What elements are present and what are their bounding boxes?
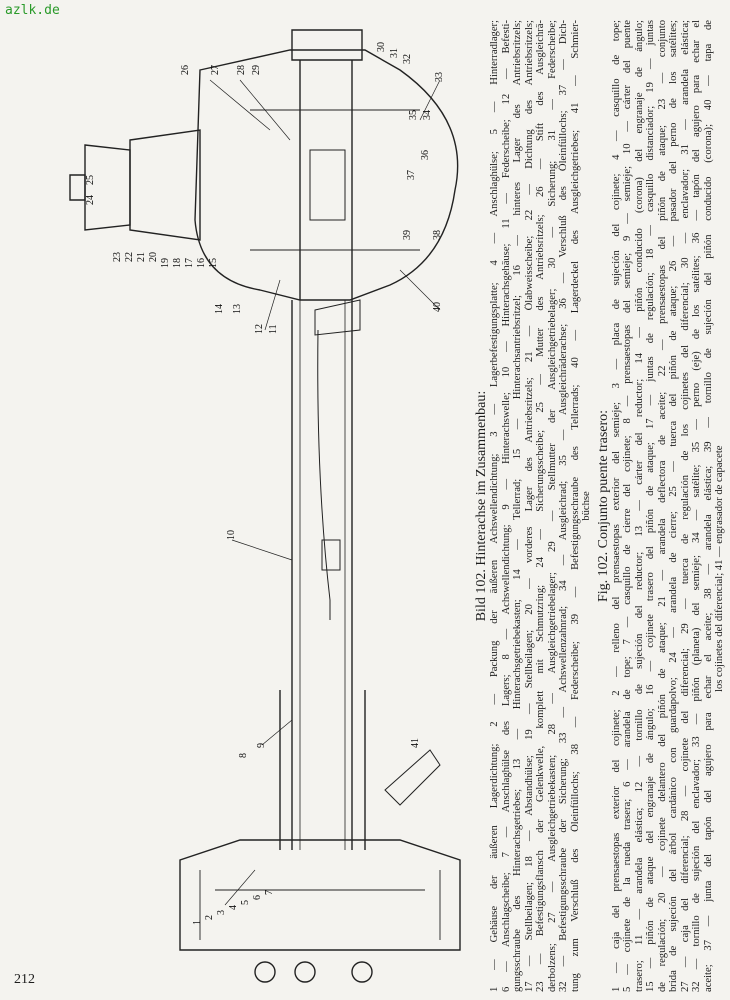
callout: 13 <box>232 304 243 314</box>
axle-tube <box>291 300 353 850</box>
callout: 21 <box>136 252 147 262</box>
pinion-flange <box>84 144 131 231</box>
brake-detail <box>199 870 441 940</box>
callout: 28 <box>236 65 247 75</box>
caption-line-es: brida de sujeción del árbol cardánico co… <box>668 20 679 992</box>
callout: 8 <box>238 753 249 758</box>
callout: 17 <box>184 258 195 268</box>
callout: 18 <box>172 258 183 268</box>
caption-line-de: 17 — Stellbeilagen; 18 — Abstandhülse; 1… <box>523 20 535 992</box>
callout: 2 <box>204 915 215 920</box>
callout: 14 <box>214 304 225 314</box>
housing-detail <box>250 109 420 251</box>
callout: 20 <box>148 252 159 262</box>
callout: 32 <box>402 54 413 64</box>
pinion-nut <box>69 174 86 201</box>
differential-housing <box>194 49 459 301</box>
caption-line-de: 6 — Anschlagscheibe; 7 — Anschlaghülse d… <box>500 20 512 992</box>
caption-line-es: 27 — caja del diferencial; 28 — cojinete… <box>679 20 691 992</box>
rear-axle-drawing: 24 25 23 22 21 20 19 18 17 16 15 14 13 1… <box>69 29 461 983</box>
callouts: 24 25 23 22 21 20 19 18 17 16 15 14 13 1… <box>85 42 445 925</box>
callout: 35 <box>408 110 419 120</box>
watermark: azlk.de <box>5 3 60 18</box>
callout: 10 <box>226 530 237 540</box>
differential-gear <box>309 149 346 221</box>
callout: 39 <box>402 230 413 240</box>
wheel-bolt <box>254 961 276 983</box>
callout: 40 <box>432 302 443 312</box>
callout: 24 <box>85 195 96 205</box>
callout: 12 <box>254 324 265 334</box>
callout: 1 <box>192 920 203 925</box>
callout: 22 <box>124 252 135 262</box>
caption-title-de: Bild 102. Hinterachse im Zusammenbau: <box>474 390 489 622</box>
callout: 7 <box>264 890 275 895</box>
caption-line-es: 5 — cojinete de la rueda trasera; 6 — ar… <box>622 20 633 992</box>
caption-line-de: 23 — Befestigungsflansch der Gelenkwelle… <box>535 20 546 992</box>
hub-sleeve <box>279 690 366 850</box>
callout: 41 <box>410 738 421 748</box>
callout: 16 <box>196 258 207 268</box>
callout: 27 <box>210 65 221 75</box>
wheel-bolt <box>351 961 373 983</box>
caption-line-es: de regulación; 20 — cojinete delantero d… <box>656 20 668 992</box>
leader-lines <box>209 79 441 906</box>
wheel-bolt <box>294 961 316 983</box>
callout: 33 <box>434 72 445 82</box>
caption-line-de: derbolzens; 27 — Ausgleichgetriebekasten… <box>546 20 558 992</box>
caption-line-es: 32 — tornillo de sujeción del enclavador… <box>691 20 702 992</box>
brake-drum <box>179 839 461 951</box>
caption-line-es: trasero; 11 — arandela elástica; 12 — to… <box>633 20 645 992</box>
caption-line-de: gungsschraube des Hinterachsgetriebes; 1… <box>512 20 523 992</box>
callout: 26 <box>180 65 191 75</box>
callout: 25 <box>85 175 96 185</box>
callout: 4 <box>228 905 239 910</box>
callout: 38 <box>432 230 443 240</box>
callout: 37 <box>406 170 417 180</box>
callout: 3 <box>216 910 227 915</box>
caption-line-de: büchse <box>581 491 592 521</box>
caption-line-es: aceite; 37 — junta del tapón del agujero… <box>702 20 714 992</box>
callout: 5 <box>240 900 251 905</box>
axle-shaft <box>299 300 346 850</box>
caption-line-es: los cojinetes del diferencial; 41 — engr… <box>714 445 725 693</box>
page-number: 212 <box>14 972 35 987</box>
caption-line-es: 15 — piñón de ataque del engranaje de án… <box>645 20 656 992</box>
shaft-end <box>291 29 363 61</box>
callout: 31 <box>389 48 400 58</box>
brake-pipe <box>317 329 331 620</box>
callout: 34 <box>422 110 433 120</box>
pipe-clip <box>321 539 341 571</box>
callout: 23 <box>112 252 123 262</box>
callout: 36 <box>420 150 431 160</box>
callout: 15 <box>208 258 219 268</box>
pipe-bracket <box>314 299 361 336</box>
caption-line-de: 32 — Befestigungsschraube der Sicherung;… <box>558 20 569 992</box>
callout: 30 <box>376 42 387 52</box>
pinion-housing <box>129 129 201 241</box>
callout: 11 <box>268 324 279 334</box>
callout: 6 <box>252 895 263 900</box>
caption-title-es: Fig. 102. Conjunto puente trasero: <box>595 409 611 603</box>
callout: 29 <box>251 65 262 75</box>
shaft-lines <box>299 60 353 300</box>
grease-nipple <box>384 749 441 806</box>
figure-caption: Bild 102. Hinterachse im Zusammenbau: 1 … <box>474 20 728 992</box>
callout: 19 <box>160 258 171 268</box>
caption-line-es: 1 — caja del prensaestopas exterior del … <box>610 20 622 992</box>
callout: 9 <box>256 743 267 748</box>
caption-line-de: 1 — Gehäuse der äußeren Lagerdichtung; 2… <box>489 20 500 992</box>
caption-line-de: tung zum Verschluß des Öleinfüllochs; 38… <box>569 20 581 992</box>
